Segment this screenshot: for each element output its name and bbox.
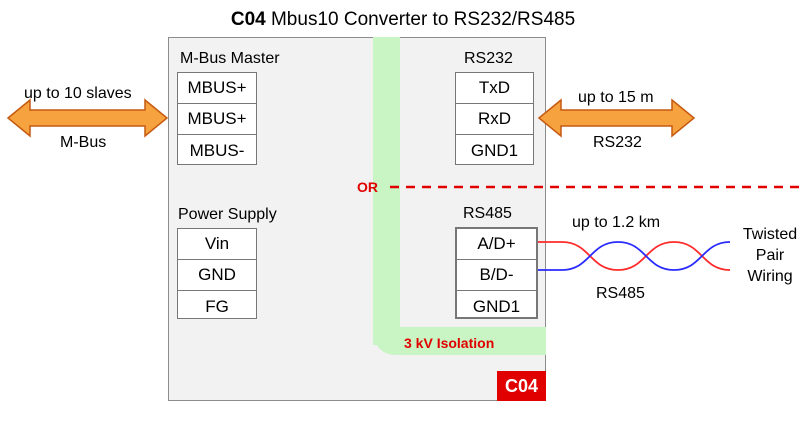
rs485-heading: RS485 [463, 205, 512, 222]
mbus-link-bottom-label: M-Bus [60, 134, 107, 151]
vin-terminal: Vin [178, 229, 256, 260]
rs485-link-top-label: up to 1.2 km [572, 214, 661, 231]
diagram-title: C04 Mbus10 Converter to RS232/RS485 [0, 9, 806, 31]
twisted-pair-blue-wire [538, 241, 731, 271]
a-d-plus-terminal: A/D+ [457, 229, 536, 260]
isolation-barrier-horizontal [373, 327, 546, 355]
power-terminal-block: Vin GND FG [177, 228, 257, 319]
mbus-plus-terminal-1: MBUS+ [178, 73, 256, 104]
fg-terminal: FG [205, 296, 229, 316]
mbus-minus-terminal: MBUS- [189, 140, 245, 160]
twisted-pair-line-2: Pair [755, 247, 785, 264]
rs232-link-top-label: up to 15 m [578, 89, 654, 106]
txd-terminal: TxD [456, 73, 533, 104]
rs485-terminal-block: A/D+ B/D- GND1 [455, 227, 538, 319]
rxd-terminal: RxD [456, 104, 533, 135]
mbus-double-arrow [6, 98, 169, 138]
twisted-pair-line-1: Twisted [742, 226, 798, 243]
title-text: Mbus10 Converter to RS232/RS485 [270, 9, 576, 30]
mbus-plus-terminal-2: MBUS+ [178, 104, 256, 135]
title-code: C04 [230, 9, 266, 30]
rs232-terminal-block: TxD RxD GND1 [455, 72, 534, 165]
twisted-pair-label: Twisted Pair Wiring [738, 224, 802, 287]
mbus-link-top-label: up to 10 slaves [24, 85, 132, 102]
rs232-double-arrow [537, 98, 696, 138]
rs485-gnd1-terminal: GND1 [472, 296, 521, 316]
power-supply-heading: Power Supply [178, 206, 277, 223]
isolation-label: 3 kV Isolation [404, 335, 495, 351]
model-badge: C04 [497, 371, 546, 401]
mbus-terminal-block: MBUS+ MBUS+ MBUS- [177, 72, 257, 165]
isolation-barrier-vertical [373, 37, 400, 345]
rs232-heading: RS232 [464, 50, 513, 67]
rs485-link-bottom-label: RS485 [596, 285, 645, 302]
gnd-terminal: GND [178, 260, 256, 291]
or-label: OR [357, 179, 378, 195]
twisted-pair-red-wire [538, 241, 731, 271]
rs232-gnd1-terminal: GND1 [470, 140, 519, 160]
rs232-link-bottom-label: RS232 [593, 134, 642, 151]
mbus-master-heading: M-Bus Master [180, 50, 280, 67]
twisted-pair-line-3: Wiring [747, 268, 793, 285]
b-d-minus-terminal: B/D- [457, 260, 536, 291]
